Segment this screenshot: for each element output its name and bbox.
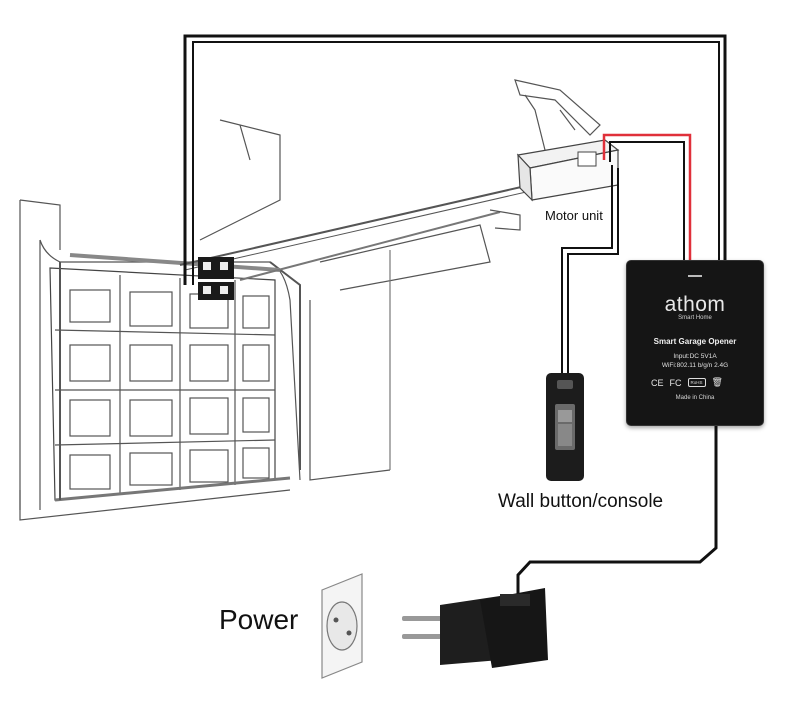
device-title: Smart Garage Opener xyxy=(653,337,737,346)
weee-bin-icon: 🗑 xyxy=(711,377,723,387)
wall-button-console xyxy=(546,373,584,481)
rohs-mark-icon: RoHS xyxy=(687,378,706,387)
certification-marks: CE FC RoHS 🗑 xyxy=(651,377,723,388)
wall-button-label: Wall button/console xyxy=(498,491,664,512)
wiring xyxy=(183,34,727,600)
motor-unit-label: Motor unit xyxy=(545,208,603,223)
power-adapter xyxy=(402,588,548,668)
device-tagline: Smart Home xyxy=(678,315,712,321)
device-wifi-spec: WiFi:802.11 b/g/n 2.4G xyxy=(661,362,729,369)
power-label: Power xyxy=(219,604,299,635)
power-socket-icon xyxy=(321,573,363,679)
garage-door-illustration xyxy=(19,79,601,521)
device-brand: athom xyxy=(664,293,726,316)
motor-unit xyxy=(516,139,620,202)
device-indicator xyxy=(688,275,702,277)
smart-garage-opener-device: athom Smart Home Smart Garage Opener Inp… xyxy=(626,260,764,426)
terminal-block xyxy=(198,257,234,300)
ce-mark-icon: CE xyxy=(651,377,664,388)
device-origin: Made in China xyxy=(675,395,715,401)
device-input-spec: Input:DC 5V1A xyxy=(673,353,717,360)
fcc-mark-icon: FC xyxy=(669,377,682,388)
